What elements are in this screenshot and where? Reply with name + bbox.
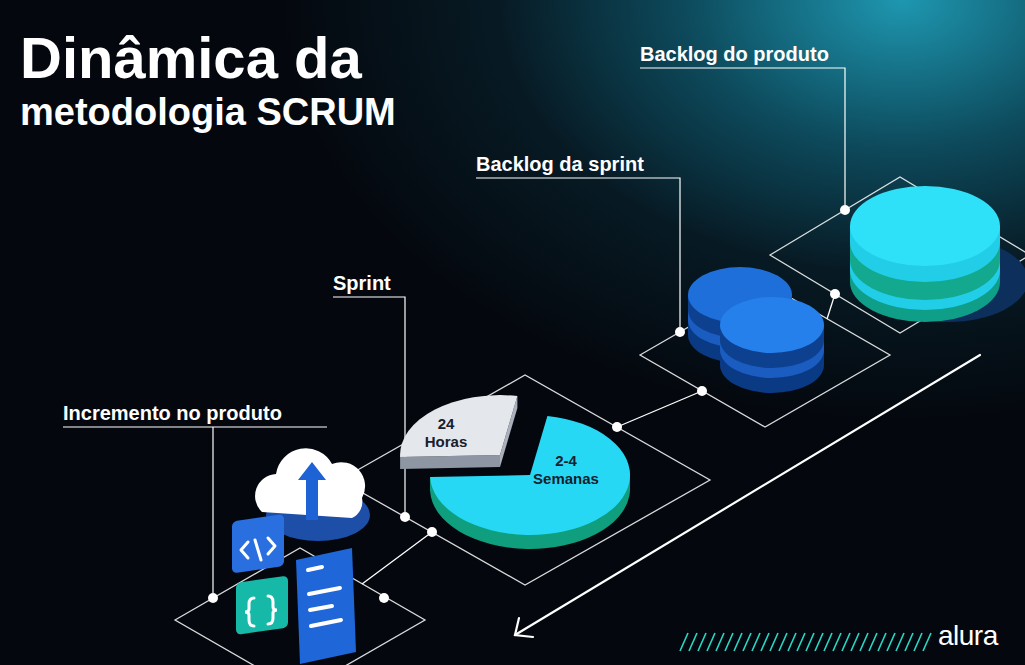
document-lines [308, 567, 341, 626]
doc-line [309, 588, 340, 594]
dot [840, 205, 850, 215]
product-backlog-stack [850, 186, 1025, 322]
slice-text: 2-4 Semanas [524, 452, 608, 488]
slash [725, 633, 733, 651]
pie-slice [400, 395, 517, 457]
increment-icons [232, 448, 370, 664]
pie-slice-label: 2-4 Semanas [524, 452, 608, 488]
slash [743, 633, 751, 651]
code-glyph [241, 538, 275, 560]
slash [698, 633, 706, 651]
upload-arrow [298, 462, 326, 520]
slash [689, 633, 697, 651]
dot [400, 512, 410, 522]
dot [208, 593, 218, 603]
slash [860, 633, 868, 651]
pie-slice-label: 24 Horas [418, 415, 474, 451]
section-label: Backlog da sprint [476, 152, 644, 176]
connection-dots [208, 205, 850, 603]
slash [923, 633, 931, 651]
slash [887, 633, 895, 651]
leader-line [63, 426, 327, 427]
section-label: Incremento no produto [63, 401, 282, 425]
link-line [617, 391, 702, 427]
link-line [362, 532, 432, 584]
slash [869, 633, 877, 651]
code-tile [232, 514, 284, 573]
slash [680, 633, 688, 651]
disk-top [850, 186, 1000, 266]
dot [697, 386, 707, 396]
leader-lines [63, 68, 845, 593]
brace-tile [236, 576, 288, 635]
disk-top [720, 297, 824, 353]
leader-line [212, 427, 213, 593]
slash [914, 633, 922, 651]
glyph-stroke [255, 540, 261, 560]
slash [788, 633, 796, 651]
dot [675, 327, 685, 337]
section-label: Sprint [333, 271, 391, 295]
dot [427, 527, 437, 537]
platform-links [362, 294, 835, 584]
slash [878, 633, 886, 651]
slash [716, 633, 724, 651]
dot [830, 289, 840, 299]
section-label: Backlog do produto [640, 42, 829, 66]
slash [770, 633, 778, 651]
glyph-stroke [268, 538, 275, 554]
slash [842, 633, 850, 651]
sprint-backlog-stack [688, 267, 824, 393]
platform [640, 283, 890, 427]
slash [905, 633, 913, 651]
platforms [175, 177, 1025, 665]
dot [612, 422, 622, 432]
document [296, 548, 356, 664]
pie-side [400, 455, 500, 469]
sprint-pie [400, 395, 630, 549]
slash [815, 633, 823, 651]
title: Dinâmica da metodologia SCRUM [20, 26, 460, 134]
leader-line [476, 178, 680, 327]
brand-logo: alura [938, 624, 998, 648]
glyph-stroke [241, 542, 248, 558]
logo-slashes [680, 633, 931, 651]
doc-line [311, 620, 341, 626]
slash [734, 633, 742, 651]
doc-line [310, 606, 332, 610]
slash [797, 633, 805, 651]
slash [851, 633, 859, 651]
platform [340, 375, 710, 585]
doc-line [308, 567, 322, 570]
slash [896, 633, 904, 651]
slash [824, 633, 832, 651]
dot [379, 593, 389, 603]
slash [707, 633, 715, 651]
brace-glyph [245, 596, 277, 626]
slash [806, 633, 814, 651]
slash [779, 633, 787, 651]
leader-line [640, 68, 845, 205]
glyph-stroke [245, 598, 254, 626]
glyph-stroke [268, 596, 277, 624]
arrow-head [515, 618, 533, 637]
slice-text: 24 Horas [418, 415, 474, 451]
slash [833, 633, 841, 651]
slash [752, 633, 760, 651]
slash [761, 633, 769, 651]
